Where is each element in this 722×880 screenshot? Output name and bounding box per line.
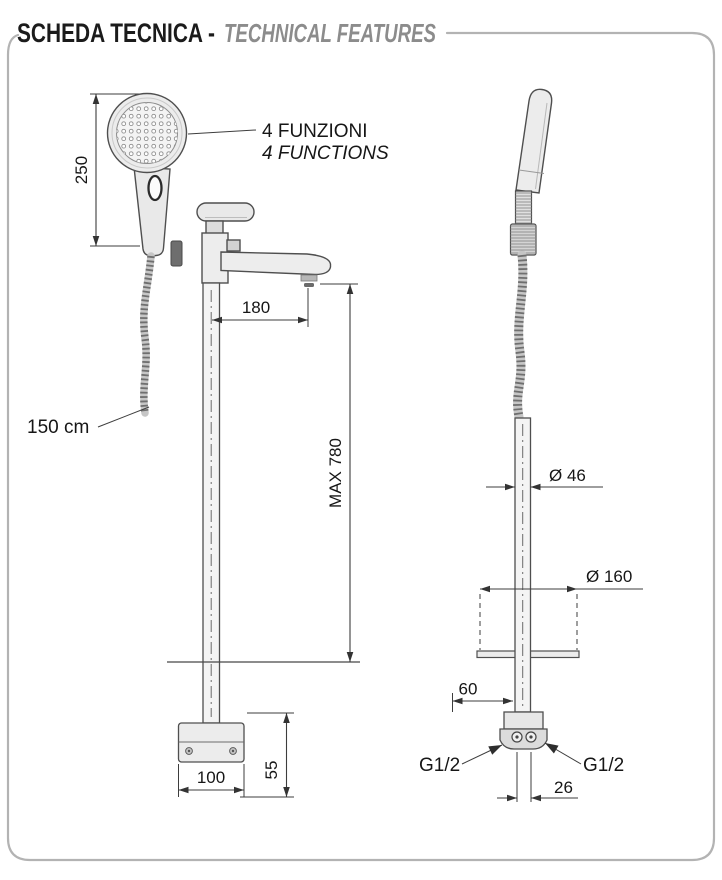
column-side bbox=[514, 417, 532, 713]
front-view: 250 4 FUNZIONI 4 FUNCTIONS 150 cm bbox=[27, 92, 389, 798]
mixer-lever bbox=[196, 202, 255, 222]
dim-180-label: 180 bbox=[242, 298, 270, 317]
functions-label-en: 4 FUNCTIONS bbox=[262, 143, 389, 164]
dim-base-height: 55 bbox=[240, 712, 294, 798]
base-mount bbox=[499, 728, 548, 750]
dim-offset: 60 bbox=[452, 680, 513, 712]
sheet-title-secondary: TECHNICAL FEATURES bbox=[224, 18, 436, 48]
base-front bbox=[177, 722, 245, 763]
dim-26-label: 26 bbox=[554, 778, 573, 797]
sheet-title-primary: SCHEDA TECNICA - bbox=[17, 18, 215, 48]
spout bbox=[220, 251, 332, 276]
dim-100-label: 100 bbox=[197, 768, 225, 787]
functions-callout: 4 FUNZIONI 4 FUNCTIONS bbox=[187, 121, 389, 164]
handle-button bbox=[147, 174, 163, 202]
dim-d160-label: Ø 160 bbox=[586, 567, 632, 586]
handshower-front bbox=[106, 92, 188, 257]
dim-max780-label: MAX 780 bbox=[326, 438, 345, 508]
dim-d46-label: Ø 46 bbox=[549, 466, 586, 485]
sheet-border bbox=[6, 31, 716, 862]
dim-max-height: MAX 780 bbox=[320, 283, 358, 662]
hose-connector bbox=[170, 240, 183, 267]
functions-label-it: 4 FUNZIONI bbox=[262, 121, 368, 142]
header: SCHEDA TECNICA - TECHNICAL FEATURES bbox=[17, 18, 436, 48]
dim-column-diameter: Ø 46 bbox=[486, 466, 603, 491]
inlet-callout-left: G1/2 bbox=[419, 744, 503, 776]
hose-length-callout: 150 cm bbox=[27, 406, 150, 438]
riser-pipe bbox=[202, 282, 221, 724]
dim-250-label: 250 bbox=[72, 156, 91, 184]
base-side bbox=[499, 711, 548, 750]
handshower-side bbox=[509, 88, 553, 256]
dim-handshower-height: 250 bbox=[72, 93, 150, 247]
diverter-knob bbox=[226, 239, 241, 252]
mixer-front bbox=[196, 202, 332, 287]
dim-base-width: 100 bbox=[178, 764, 245, 797]
dim-spout-reach: 180 bbox=[212, 288, 309, 327]
dim-60-label: 60 bbox=[459, 680, 478, 699]
inlet-callout-right: G1/2 bbox=[544, 742, 624, 776]
handshower-profile bbox=[515, 88, 553, 194]
hose-length-label: 150 cm bbox=[27, 417, 89, 438]
hose-side bbox=[513, 250, 528, 422]
side-view: Ø 46 Ø 160 60 G1/2 bbox=[419, 88, 643, 802]
dim-plate-diameter: Ø 160 bbox=[479, 567, 643, 650]
hose-front bbox=[140, 240, 183, 417]
aerator bbox=[300, 274, 318, 282]
dim-55-label: 55 bbox=[262, 761, 281, 780]
g12-right-label: G1/2 bbox=[583, 755, 624, 776]
g12-left-label: G1/2 bbox=[419, 755, 460, 776]
column-front bbox=[202, 282, 221, 724]
dim-inlet-spacing: 26 bbox=[497, 752, 578, 802]
